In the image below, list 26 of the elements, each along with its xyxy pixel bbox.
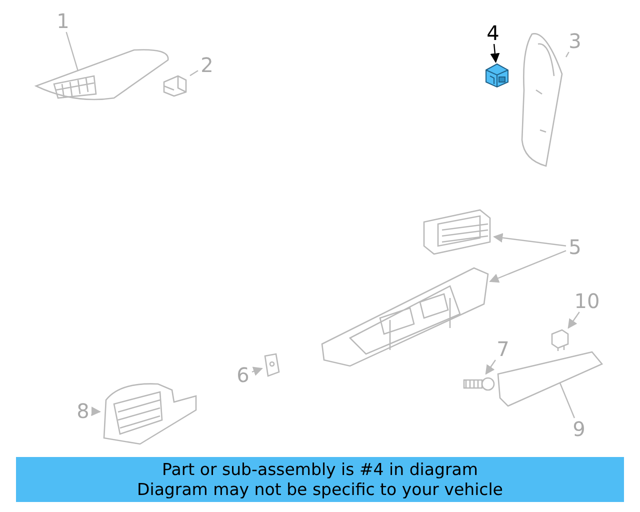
info-banner <box>16 457 624 502</box>
callout-number: 2 <box>198 54 216 76</box>
leader-arrow <box>568 312 580 329</box>
leader-arrow <box>91 406 101 416</box>
callout-number: 9 <box>570 418 588 440</box>
clip-drawing <box>262 352 282 378</box>
leader-arrow <box>489 250 566 283</box>
callout-number: 5 <box>566 236 584 258</box>
leader-arrow <box>485 360 496 375</box>
callout-number: 10 <box>572 290 602 312</box>
leader-line <box>190 70 198 76</box>
callout-number: 7 <box>494 338 512 360</box>
leader-line <box>66 32 79 72</box>
callout-number: 6 <box>234 364 252 386</box>
leader-arrow <box>490 44 500 63</box>
leader-line <box>565 52 570 58</box>
leader-arrow <box>252 366 263 376</box>
banner-text: Diagram may not be specific to your vehicle <box>137 480 503 500</box>
callout-number: 8 <box>74 400 92 422</box>
clip-drawing <box>484 62 510 88</box>
banner-text: Part or sub-assembly is #4 in diagram <box>162 460 478 480</box>
leader-line <box>559 382 575 418</box>
callout-number: 1 <box>54 10 72 32</box>
callout-number: 4 <box>484 22 502 44</box>
leader-arrow <box>493 233 566 246</box>
callout-number: 3 <box>566 30 584 52</box>
